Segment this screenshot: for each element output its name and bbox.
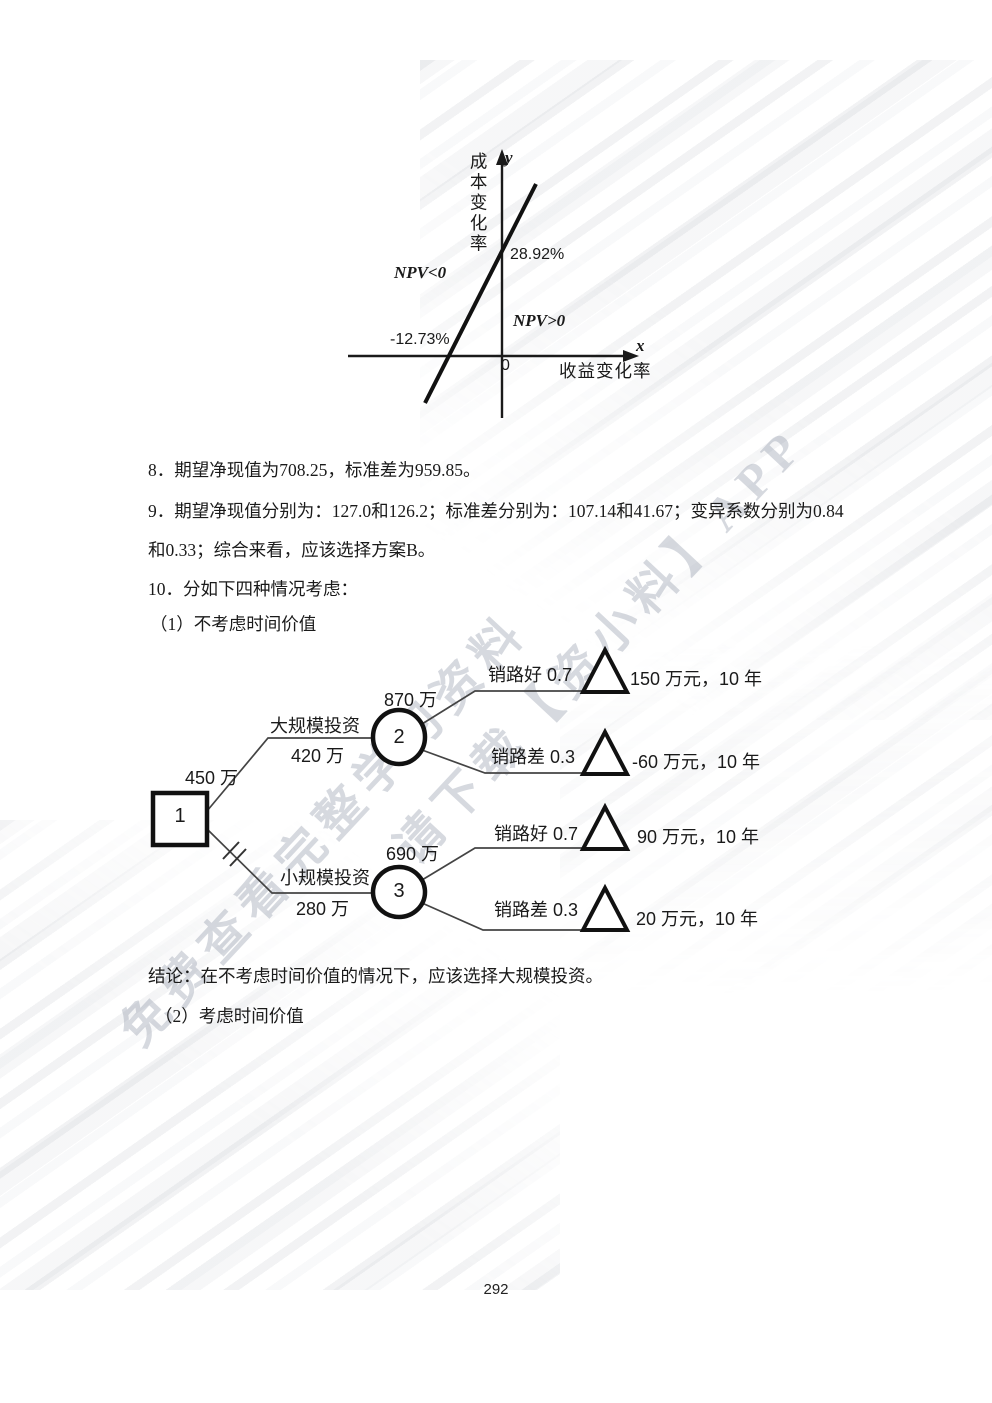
terminal-node-2-triangle xyxy=(579,727,631,776)
chart-y-axis-title: 成本变化率 xyxy=(468,152,489,255)
chart-x-axis-title: 收益变化率 xyxy=(559,361,652,381)
answer-item-10: 10．分如下四种情况考虑： xyxy=(148,579,358,599)
outcome-2-probability-label: 销路差 0.3 xyxy=(491,747,576,767)
case1-heading: （1）不考虑时间价值 xyxy=(150,614,317,634)
chart-region-npv-positive: NPV>0 xyxy=(513,311,566,330)
chart-y-axis-variable: y xyxy=(505,148,513,167)
branch-small-investment-line xyxy=(206,828,374,894)
conclusion-text: 结论：在不考虑时间价值的情况下，应该选择大规模投资。 xyxy=(148,966,603,986)
small-expected-value: 690 万 xyxy=(386,844,440,864)
branch-poor-sales-2-line xyxy=(421,902,583,931)
large-investment-label: 大规模投资 xyxy=(270,716,360,736)
outcome-2-result: -60 万元，10 年 xyxy=(632,752,761,772)
branch-good-sales-2-line xyxy=(421,847,583,881)
outcome-3-probability-label: 销路好 0.7 xyxy=(494,824,579,844)
chart-y-intercept-value: 28.92% xyxy=(510,246,565,263)
chance-node-3-number: 3 xyxy=(393,880,405,902)
chance-node-2-number: 2 xyxy=(393,726,405,748)
small-investment-label: 小规模投资 xyxy=(280,868,370,888)
sensitivity-chart-figure xyxy=(348,149,639,418)
chance-node-2-circle xyxy=(370,707,428,767)
branch-large-investment-line xyxy=(206,737,374,812)
reject-mark-1 xyxy=(222,841,240,860)
chart-x-axis-variable: x xyxy=(636,336,645,355)
chart-origin-label: 0 xyxy=(501,357,510,374)
decision-node-square xyxy=(150,790,210,848)
outcome-4-result: 20 万元，10 年 xyxy=(636,909,759,929)
large-investment-cost: 420 万 xyxy=(291,746,345,766)
decision-tree-figure xyxy=(150,645,631,932)
outcome-4-probability-label: 销路差 0.3 xyxy=(494,900,579,920)
outcome-3-result: 90 万元，10 年 xyxy=(637,827,760,847)
terminal-node-3-triangle xyxy=(579,802,631,851)
terminal-node-4-triangle xyxy=(579,883,631,932)
root-cost-label: 450 万 xyxy=(185,768,239,788)
npv-boundary-line xyxy=(423,183,538,404)
chart-region-npv-negative: NPV<0 xyxy=(394,263,447,282)
outcome-1-probability-label: 销路好 0.7 xyxy=(488,665,573,685)
answer-item-9-line1: 9．期望净现值分别为：127.0和126.2；标准差分别为：107.14和41.… xyxy=(148,501,844,521)
answer-item-9-line2: 和0.33；综合来看，应该选择方案B。 xyxy=(148,540,436,560)
decision-node-1-number: 1 xyxy=(174,805,186,827)
terminal-node-1-triangle xyxy=(579,645,631,694)
y-axis-arrowhead xyxy=(496,149,508,165)
branch-good-sales-1-line xyxy=(421,690,583,725)
outcome-1-result: 150 万元，10 年 xyxy=(630,669,763,689)
chance-node-3-circle xyxy=(370,864,428,920)
chart-x-intercept-value: -12.73% xyxy=(390,331,450,348)
small-investment-cost: 280 万 xyxy=(296,899,350,919)
branch-poor-sales-1-line xyxy=(421,749,583,774)
large-expected-value: 870 万 xyxy=(384,690,438,710)
answer-item-8: 8．期望净现值为708.25，标准差为959.85。 xyxy=(148,460,481,480)
case2-heading: （2）考虑时间价值 xyxy=(155,1006,304,1026)
page-number: 292 xyxy=(483,1281,509,1298)
reject-mark-2 xyxy=(229,848,247,867)
x-axis-arrowhead xyxy=(623,350,639,362)
